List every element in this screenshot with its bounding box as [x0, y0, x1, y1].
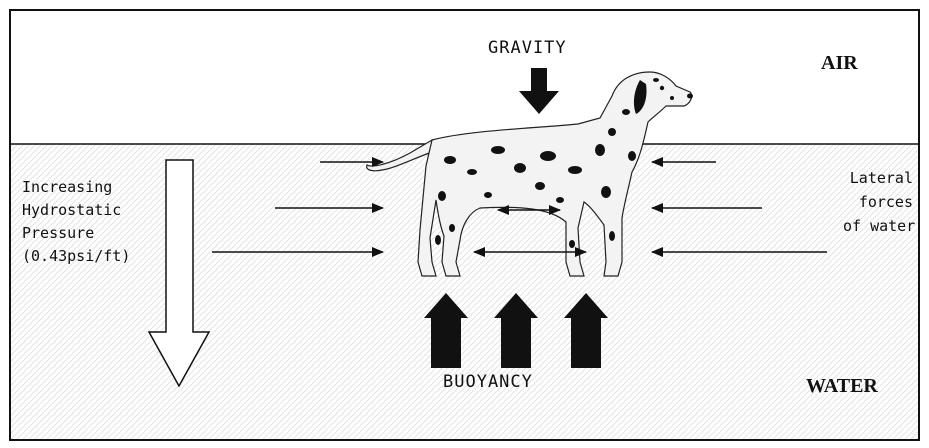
pressure-label-line: Increasing [22, 178, 113, 196]
lateral-label-line: Lateral [849, 169, 913, 187]
pressure-label-line: Hydrostatic [22, 201, 122, 219]
buoyancy-label: BUOYANCY [443, 372, 533, 392]
gravity-arrow [519, 68, 559, 114]
hydrostatic-pressure-label: Increasing Hydrostatic Pressure (0.43psi… [22, 176, 130, 268]
lateral-label-line: forces [858, 193, 913, 211]
lateral-forces-label: Lateral forces of water [843, 166, 916, 238]
buoyancy-arrow-3 [564, 293, 608, 368]
air-label: AIR [821, 52, 858, 74]
gravity-label: GRAVITY [488, 38, 567, 58]
pressure-label-line: Pressure [22, 224, 95, 242]
dalmatian-dog-icon [366, 71, 693, 277]
pressure-label-line: (0.43psi/ft) [22, 247, 131, 265]
water-label: WATER [806, 375, 878, 397]
buoyancy-arrow-1 [424, 293, 468, 368]
pressure-arrow [147, 159, 211, 388]
diagram-border [9, 9, 920, 441]
buoyancy-arrow-2 [494, 293, 538, 368]
lateral-label-line: of water [843, 217, 916, 235]
